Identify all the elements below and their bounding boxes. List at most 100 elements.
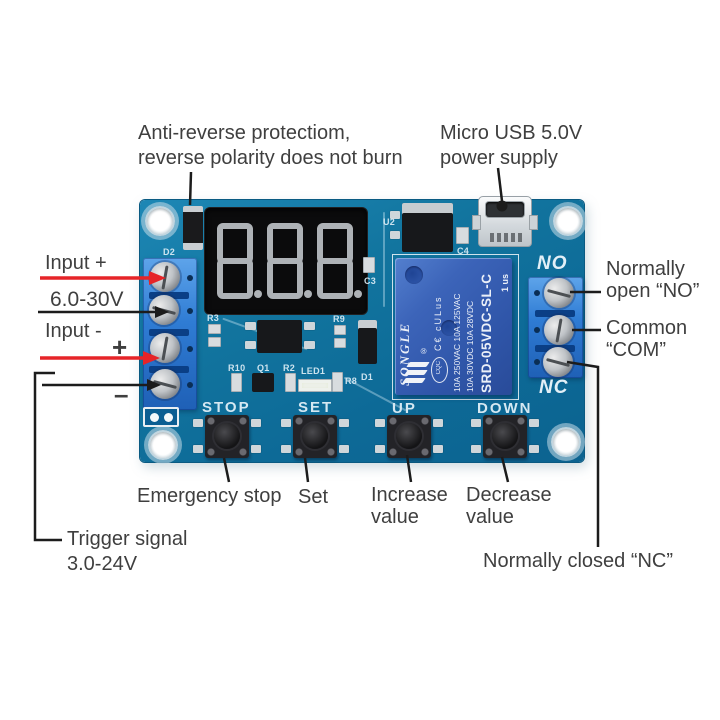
solder-pad bbox=[390, 211, 400, 219]
solder-pad bbox=[390, 231, 400, 239]
silkscreen-r3: R3 bbox=[207, 313, 220, 323]
terminal-pinhole bbox=[534, 327, 540, 333]
silkscreen-c3: C3 bbox=[364, 276, 377, 286]
relay-outline bbox=[392, 254, 519, 400]
label-anti-reverse-line1: Anti-reverse protectiom, bbox=[138, 122, 351, 144]
resistor-r2 bbox=[285, 373, 296, 392]
relay-center-rivet bbox=[441, 320, 457, 336]
decimal-point bbox=[354, 290, 362, 298]
mounting-hole-top-left bbox=[145, 206, 175, 236]
trigger-header bbox=[143, 407, 179, 427]
label-anti-reverse: Anti-reverse protectiom, reverse polarit… bbox=[138, 121, 403, 171]
relay-dimple bbox=[405, 266, 423, 284]
label-common: Common “COM” bbox=[606, 317, 687, 361]
silkscreen-c4: C4 bbox=[457, 246, 470, 256]
solder-pad bbox=[304, 341, 315, 349]
stop-button bbox=[193, 415, 261, 458]
label-increase-line2: value bbox=[371, 506, 419, 528]
silkscreen-led1: LED1 bbox=[301, 366, 326, 376]
resistor-r9b bbox=[334, 338, 346, 348]
silkscreen-up: UP bbox=[392, 400, 417, 417]
label-com-line1: Common bbox=[606, 317, 688, 339]
silkscreen-no: NO bbox=[537, 253, 568, 274]
songle-logo-bar bbox=[404, 370, 428, 375]
label-no-line1: Normally bbox=[606, 258, 685, 280]
usb-opening bbox=[486, 202, 524, 217]
label-anti-reverse-line2: reverse polarity does not burn bbox=[138, 147, 403, 169]
silkscreen-q1: Q1 bbox=[257, 363, 270, 373]
label-normally-closed: Normally closed “NC” bbox=[483, 550, 674, 572]
label-usb-line1: Micro USB 5.0V bbox=[440, 122, 583, 144]
terminal-pinhole bbox=[187, 346, 193, 352]
screw-no bbox=[544, 278, 574, 308]
diode-d1 bbox=[358, 320, 377, 364]
label-minus-sign: – bbox=[114, 379, 129, 409]
label-emergency-stop: Emergency stop bbox=[137, 485, 282, 507]
terminal-pinhole bbox=[534, 290, 540, 296]
silkscreen-r2: R2 bbox=[283, 363, 296, 373]
label-usb: Micro USB 5.0V power supply bbox=[440, 121, 582, 171]
solder-pad bbox=[245, 322, 256, 330]
set-button bbox=[281, 415, 349, 458]
label-com-line2: “COM” bbox=[606, 339, 666, 361]
relay-rating-2: 10A 30VDC 10A 28VDC bbox=[465, 300, 475, 392]
relay-rating-1: 10A 250VAC 10A 125VAC bbox=[452, 293, 462, 392]
header-pin bbox=[164, 413, 173, 422]
terminal-pinhole bbox=[534, 359, 540, 365]
relay-ul-file: 1 us bbox=[500, 273, 510, 292]
label-trigger-line1: Trigger signal bbox=[67, 528, 188, 550]
resistor-r3b bbox=[208, 337, 221, 347]
up-button bbox=[375, 415, 443, 458]
led1 bbox=[298, 379, 332, 392]
label-set: Set bbox=[298, 486, 329, 508]
silkscreen-stop: STOP bbox=[202, 399, 251, 416]
silkscreen-nc: NC bbox=[539, 377, 569, 398]
label-input-plus: Input + bbox=[45, 252, 107, 274]
label-trigger-signal: Trigger signal 3.0-24V bbox=[67, 527, 187, 577]
silkscreen-d2: D2 bbox=[163, 247, 176, 257]
relay-brand: SONGLE bbox=[397, 321, 412, 386]
label-usb-line2: power supply bbox=[440, 147, 558, 169]
cqc-mark: CQC bbox=[431, 357, 448, 383]
silkscreen-u2: U2 bbox=[383, 217, 396, 227]
seven-segment-digit bbox=[217, 223, 262, 299]
diode-d2 bbox=[183, 206, 203, 250]
terminal-pinhole bbox=[187, 275, 193, 281]
transistor-q1 bbox=[252, 373, 274, 392]
capacitor-c3 bbox=[363, 257, 375, 273]
seven-segment-display bbox=[204, 207, 368, 315]
decimal-point bbox=[254, 290, 262, 298]
label-decrease-line2: value bbox=[466, 506, 514, 528]
terminal-pinhole bbox=[187, 382, 193, 388]
screw-com bbox=[544, 315, 574, 345]
screw-trigger-minus bbox=[150, 369, 180, 399]
header-pin bbox=[150, 413, 159, 422]
terminal-separator bbox=[149, 329, 189, 336]
silkscreen-d1: D1 bbox=[361, 372, 374, 382]
silkscreen-down: DOWN bbox=[477, 400, 533, 417]
silkscreen-r8: R8 bbox=[345, 376, 358, 386]
relay-reg-mark: ® bbox=[419, 346, 428, 355]
resistor-r10 bbox=[231, 373, 242, 392]
terminal-separator bbox=[535, 310, 575, 317]
label-decrease-value: Decrease value bbox=[466, 484, 552, 528]
label-normally-open: Normally open “NO” bbox=[606, 258, 699, 302]
mounting-hole-bottom-left bbox=[148, 430, 178, 460]
songle-logo-bar bbox=[406, 362, 430, 367]
solder-pad bbox=[245, 341, 256, 349]
label-increase-value: Increase value bbox=[371, 484, 448, 528]
relay-model: SRD-05VDC-SL-C bbox=[479, 273, 494, 393]
screw-input-vcc bbox=[149, 295, 179, 325]
micro-usb-port bbox=[472, 196, 538, 247]
decimal-point bbox=[304, 290, 312, 298]
label-increase-line1: Increase bbox=[371, 484, 448, 506]
resistor-r3 bbox=[208, 324, 221, 334]
usb-tab bbox=[529, 215, 538, 230]
label-input-range: 6.0-30V bbox=[50, 288, 124, 311]
capacitor-c4 bbox=[456, 227, 469, 244]
relay-cert-marks: C€ cULus bbox=[433, 295, 443, 351]
terminal-pinhole bbox=[187, 308, 193, 314]
pcb-trace bbox=[383, 212, 385, 307]
label-plus-sign: + bbox=[112, 332, 128, 362]
